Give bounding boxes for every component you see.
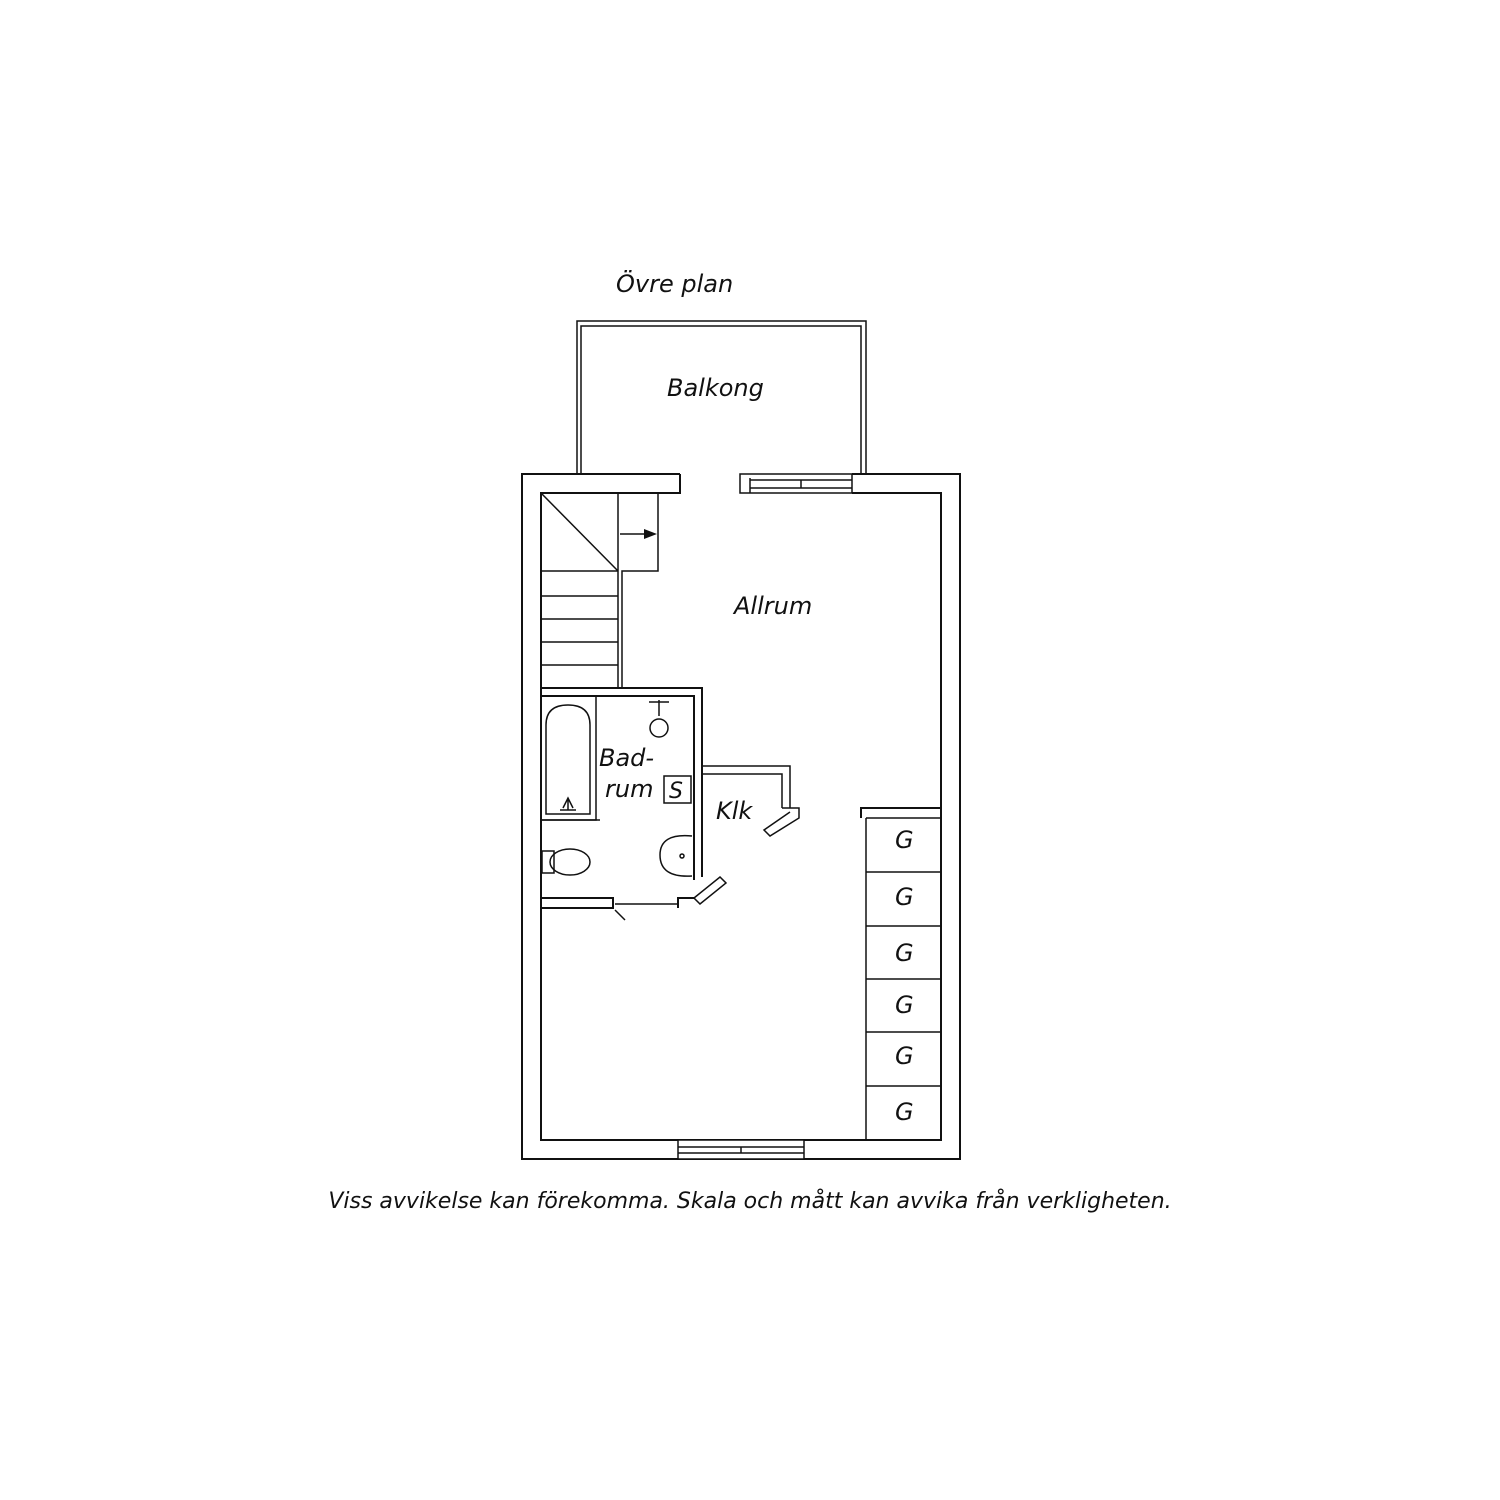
room-label-bathroom-2: rum [605, 775, 653, 803]
room-label-balcony: Balkong [667, 374, 764, 402]
room-label-closet: Klk [716, 797, 753, 825]
wardrobe-label: G [895, 883, 914, 911]
window-top [739, 473, 853, 494]
wardrobe-label: G [895, 1042, 914, 1070]
wardrobe-label: G [895, 991, 914, 1019]
shower-box [663, 775, 692, 804]
wardrobe-label: G [895, 1098, 914, 1126]
bathroom-door [692, 875, 728, 906]
staircase [540, 492, 659, 688]
wardrobe-label: G [895, 939, 914, 967]
shower-head-icon [649, 700, 669, 738]
room-label-living: Allrum [732, 592, 812, 620]
room-label-bathroom-1: Bad- [599, 744, 654, 772]
balcony [576, 320, 867, 474]
plan-title: Övre plan [616, 269, 733, 298]
drain-icon [560, 796, 576, 811]
toilet-icon [541, 848, 591, 876]
wardrobe-label: G [895, 826, 914, 854]
stair-arrow-icon [644, 529, 657, 539]
bathtub [541, 695, 600, 821]
footer-note: Viss avvikelse kan förekomma. Skala och … [328, 1188, 1171, 1214]
shower-symbol: S [669, 779, 683, 804]
sink-icon [659, 834, 693, 877]
window-bottom [677, 1139, 805, 1160]
wardrobes [860, 807, 941, 1140]
closet-walls [702, 765, 800, 837]
